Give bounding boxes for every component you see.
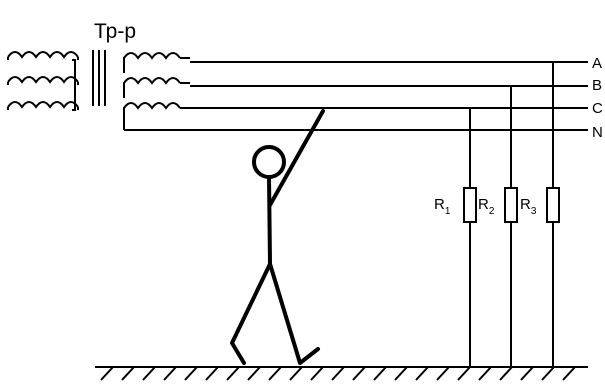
line-label-n: N — [592, 124, 603, 141]
secondary-winding — [123, 52, 190, 130]
ground-hatch-marks — [100, 366, 576, 381]
line-label-c: C — [592, 100, 603, 117]
resistor-network — [463, 62, 560, 367]
primary-winding — [7, 51, 79, 111]
stick-figure-icon — [230, 109, 325, 365]
person-left-leg — [230, 262, 272, 365]
resistor-label-r3: R3 — [520, 196, 537, 217]
resistor-label-r1: R1 — [434, 196, 451, 217]
person-body — [267, 175, 272, 266]
person-arm-touching-wire — [268, 109, 325, 207]
transformer-label: Тр-р — [94, 20, 136, 43]
ground-hatching-icon — [95, 366, 588, 381]
line-label-b: B — [592, 77, 602, 94]
resistor-label-r2: R2 — [478, 196, 495, 217]
person-right-leg — [268, 262, 320, 365]
transformer-core — [92, 50, 106, 106]
power-lines — [124, 61, 588, 131]
line-label-a: A — [592, 55, 602, 72]
transformer-icon — [7, 50, 190, 130]
person-head — [252, 145, 286, 179]
